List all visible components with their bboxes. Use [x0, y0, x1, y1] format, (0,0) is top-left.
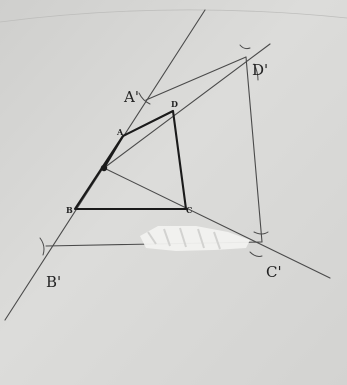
label-a: A — [116, 127, 124, 137]
ray-through-d — [103, 43, 271, 169]
label-b-prime: B' — [46, 273, 61, 291]
label-d-prime: D' — [252, 61, 268, 79]
quadrilateral-abcd — [73, 109, 188, 211]
correction-tape-patch — [140, 226, 250, 251]
compass-arc-d-prime-top — [239, 44, 251, 50]
compass-arc-c-prime-bottom — [249, 251, 263, 257]
label-c: C — [186, 205, 192, 215]
correction-tape-texture — [147, 227, 221, 250]
segment-a-prime-d-prime — [145, 56, 247, 101]
paper-crease — [0, 9, 347, 23]
compass-arc-c-prime-top — [253, 231, 269, 235]
compass-arc-b-prime — [39, 237, 45, 256]
ray-through-c — [103, 167, 331, 279]
label-a-prime: A' — [123, 88, 139, 106]
label-c-prime: C' — [266, 263, 282, 281]
center-of-similarity-dot — [100, 164, 108, 172]
compass-arc-a-prime — [138, 92, 151, 105]
label-b: B — [66, 205, 73, 215]
segment-d-prime-c-prime — [245, 56, 263, 243]
compass-arc-d-prime-side — [253, 63, 259, 81]
edge-center-to-a — [103, 135, 124, 169]
label-d: D — [171, 99, 178, 109]
